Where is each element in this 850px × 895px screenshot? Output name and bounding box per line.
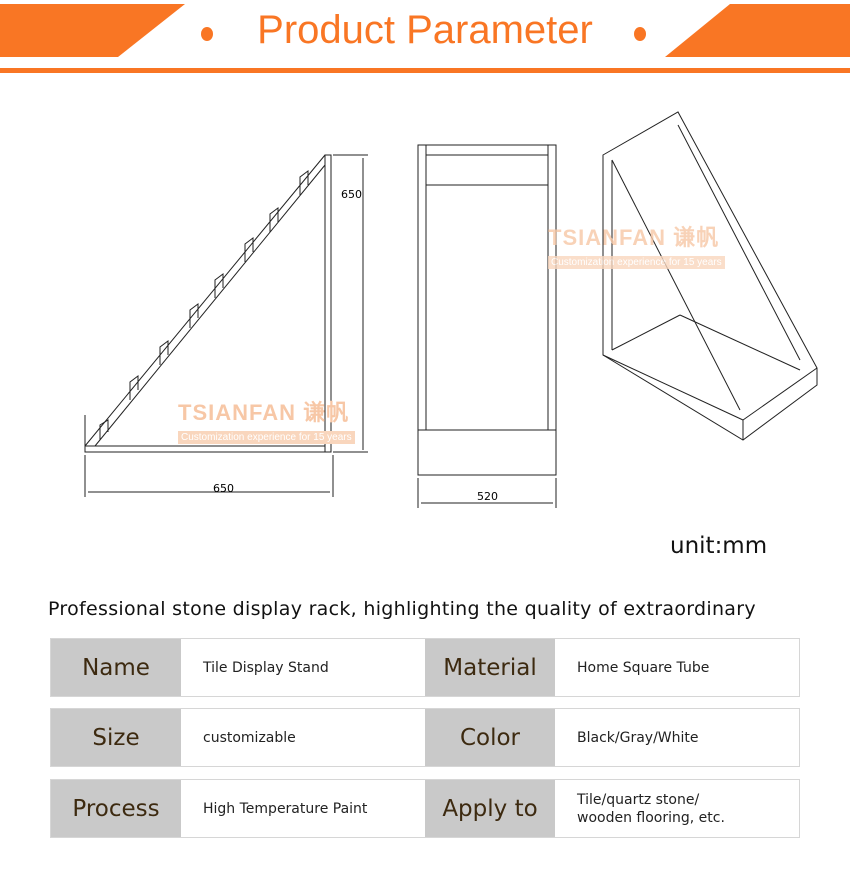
side-view-drawing	[84, 154, 368, 497]
spec-label: Name	[51, 639, 181, 696]
header-banner	[0, 4, 850, 73]
spec-row: Size customizable Color Black/Gray/White	[50, 708, 800, 767]
tagline: Professional stone display rack, highlig…	[48, 598, 756, 620]
perspective-view-drawing	[602, 111, 818, 441]
spec-label: Color	[425, 709, 555, 766]
dot-icon	[201, 27, 213, 41]
spec-value: Black/Gray/White	[577, 729, 699, 746]
unit-label: unit:mm	[670, 533, 768, 559]
front-view-drawing	[417, 144, 557, 508]
technical-drawings	[84, 111, 818, 508]
spec-value: Home Square Tube	[577, 659, 710, 676]
spec-row: Process High Temperature Paint Apply to …	[50, 779, 800, 838]
page-title: Product Parameter	[257, 8, 593, 52]
spec-value: customizable	[203, 729, 296, 746]
side-width-label: 650	[213, 482, 234, 495]
spec-label: Apply to	[425, 780, 555, 837]
front-width-label: 520	[477, 490, 498, 503]
spec-label: Material	[425, 639, 555, 696]
dot-icon	[634, 27, 646, 41]
spec-label: Process	[51, 780, 181, 837]
side-height-label: 650	[341, 188, 362, 201]
spec-value: High Temperature Paint	[203, 800, 368, 817]
spec-label: Size	[51, 709, 181, 766]
spec-row: Name Tile Display Stand Material Home Sq…	[50, 638, 800, 697]
spec-value: Tile Display Stand	[203, 659, 329, 676]
spec-value: Tile/quartz stone/ wooden flooring, etc.	[577, 791, 725, 826]
